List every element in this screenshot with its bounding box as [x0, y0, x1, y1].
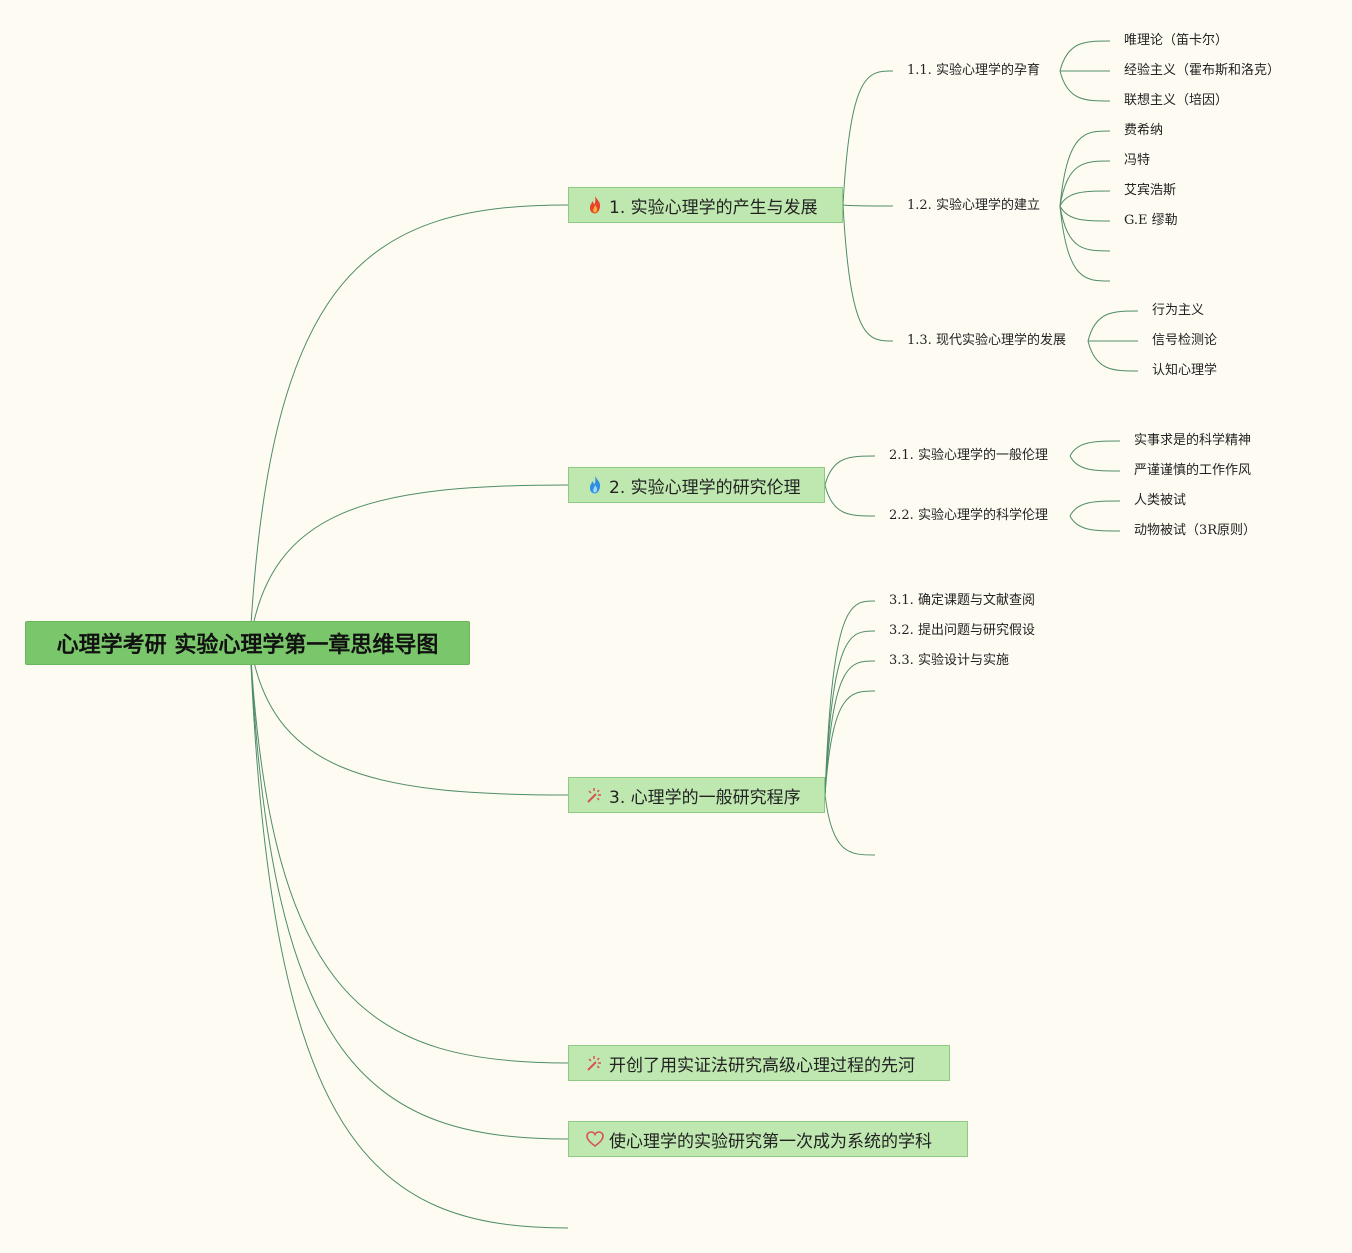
topic-2[interactable]: 2. 实验心理学的研究伦理	[568, 467, 825, 503]
link-sub-1-2-leaf-6	[1059, 205, 1111, 282]
topic-1-label: 1. 实验心理学的产生与发展	[609, 197, 818, 218]
root-topic-label: 心理学考研 实验心理学第一章思维导图	[56, 633, 439, 658]
leaf-1-3-3[interactable]: 认知心理学	[1152, 363, 1218, 378]
topic-4[interactable]: 开创了用实证法研究高级心理过程的先河	[568, 1045, 950, 1081]
leaf-1-1-2[interactable]: 经验主义（霍布斯和洛克）	[1124, 63, 1281, 78]
leaf-1-3-2[interactable]: 信号检测论	[1152, 333, 1218, 348]
link-root-topic-4	[249, 641, 569, 1064]
link-topic-2-sub-1	[824, 455, 876, 486]
link-sub-1-2-leaf-2	[1059, 160, 1111, 207]
subtopic-3-1[interactable]: 3.1. 确定课题与文献查阅	[889, 593, 1035, 608]
link-sub-1-1-leaf-1	[1059, 40, 1111, 72]
link-sub-2-1-leaf-1	[1069, 440, 1121, 457]
topic-3-label: 3. 心理学的一般研究程序	[609, 787, 801, 808]
link-root-topic-5	[249, 641, 569, 1140]
leaf-2-2-1[interactable]: 人类被试	[1134, 493, 1187, 508]
leaf-2-1-2[interactable]: 严谨谨慎的工作作风	[1134, 463, 1252, 478]
topic-1[interactable]: 1. 实验心理学的产生与发展	[568, 187, 843, 223]
link-topic-3-sub-3	[824, 660, 876, 796]
topic-2-label: 2. 实验心理学的研究伦理	[609, 477, 801, 498]
leaf-1-3-1[interactable]: 行为主义	[1152, 303, 1205, 318]
link-root-topic-3	[249, 641, 569, 796]
link-sub-1-3-leaf-3	[1087, 340, 1139, 372]
link-topic-1-sub-3	[842, 204, 894, 342]
subtopic-1-3[interactable]: 1.3. 现代实验心理学的发展	[907, 333, 1066, 348]
subtopic-2-2[interactable]: 2.2. 实验心理学的科学伦理	[889, 508, 1048, 523]
topic-4-label: 开创了用实证法研究高级心理过程的先河	[609, 1055, 915, 1076]
link-sub-1-2-leaf-5	[1059, 205, 1111, 252]
link-sub-2-1-leaf-2	[1069, 455, 1121, 472]
leaf-1-1-3[interactable]: 联想主义（培因）	[1124, 93, 1229, 108]
link-topic-3-sub-2	[824, 630, 876, 796]
subtopic-3-2[interactable]: 3.2. 提出问题与研究假设	[889, 623, 1035, 638]
topic-3[interactable]: 3. 心理学的一般研究程序	[568, 777, 825, 813]
heart-icon	[585, 1129, 605, 1149]
link-root-topic-1	[249, 204, 569, 643]
leaf-2-2-2[interactable]: 动物被试（3R原则）	[1134, 523, 1257, 538]
fire-red-icon	[585, 195, 605, 215]
link-sub-1-2-leaf-1	[1059, 130, 1111, 207]
link-topic-3-sub-5	[824, 794, 876, 856]
leaf-1-1-1[interactable]: 唯理论（笛卡尔）	[1124, 33, 1229, 48]
link-topic-1-sub-1	[842, 70, 894, 206]
link-topic-3-sub-1	[824, 600, 876, 796]
subtopic-1-2[interactable]: 1.2. 实验心理学的建立	[907, 198, 1040, 213]
root-topic[interactable]: 心理学考研 实验心理学第一章思维导图	[25, 621, 470, 665]
sparkles-icon	[585, 1053, 605, 1073]
link-root-topic-6	[249, 641, 569, 1229]
fire-blue-icon	[585, 475, 605, 495]
link-topic-2-sub-2	[824, 484, 876, 517]
leaf-1-2-3[interactable]: 艾宾浩斯	[1124, 183, 1177, 198]
subtopic-1-1[interactable]: 1.1. 实验心理学的孕育	[907, 63, 1040, 78]
topic-5-label: 使心理学的实验研究第一次成为系统的学科	[609, 1131, 932, 1152]
sparkles-icon	[585, 785, 605, 805]
link-sub-1-2-leaf-3	[1059, 190, 1111, 207]
leaf-1-2-2[interactable]: 冯特	[1124, 153, 1151, 168]
link-sub-2-2-leaf-1	[1069, 500, 1121, 517]
link-sub-1-3-leaf-1	[1087, 310, 1139, 342]
link-topic-1-sub-2	[842, 204, 894, 207]
link-topic-3-sub-4	[824, 690, 876, 796]
link-root-topic-2	[249, 484, 569, 643]
leaf-1-2-4[interactable]: G.E 缪勒	[1124, 213, 1178, 228]
leaf-1-2-1[interactable]: 费希纳	[1124, 123, 1164, 138]
subtopic-2-1[interactable]: 2.1. 实验心理学的一般伦理	[889, 448, 1048, 463]
link-sub-2-2-leaf-2	[1069, 515, 1121, 532]
topic-5[interactable]: 使心理学的实验研究第一次成为系统的学科	[568, 1121, 968, 1157]
leaf-2-1-1[interactable]: 实事求是的科学精神	[1134, 433, 1252, 448]
subtopic-3-3[interactable]: 3.3. 实验设计与实施	[889, 653, 1009, 668]
link-sub-1-1-leaf-3	[1059, 70, 1111, 102]
link-sub-1-2-leaf-4	[1059, 205, 1111, 222]
